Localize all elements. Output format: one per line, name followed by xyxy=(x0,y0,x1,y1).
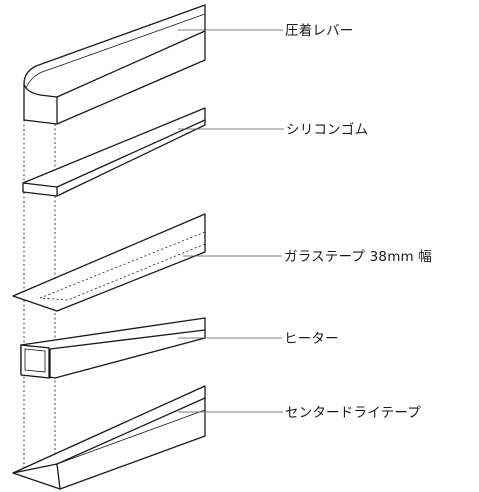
heater-part xyxy=(20,317,206,379)
center-dry-tape-part xyxy=(12,385,206,490)
leader-lines xyxy=(178,29,284,413)
label-heater: ヒーター xyxy=(284,331,339,347)
glass-tape-part xyxy=(12,213,206,312)
label-glass-tape: ガラステープ 38mm 幅 xyxy=(284,249,432,265)
label-center-dry-tape: センタードライテープ xyxy=(285,405,421,421)
pressure-lever-part xyxy=(23,4,206,125)
part-labels: 圧着レバー シリコンゴム ガラステープ 38mm 幅 ヒーター センタードライテ… xyxy=(284,22,432,421)
label-pressure-lever: 圧着レバー xyxy=(285,22,354,39)
silicone-rubber-part xyxy=(22,107,206,197)
label-silicone-rubber: シリコンゴム xyxy=(286,121,368,138)
